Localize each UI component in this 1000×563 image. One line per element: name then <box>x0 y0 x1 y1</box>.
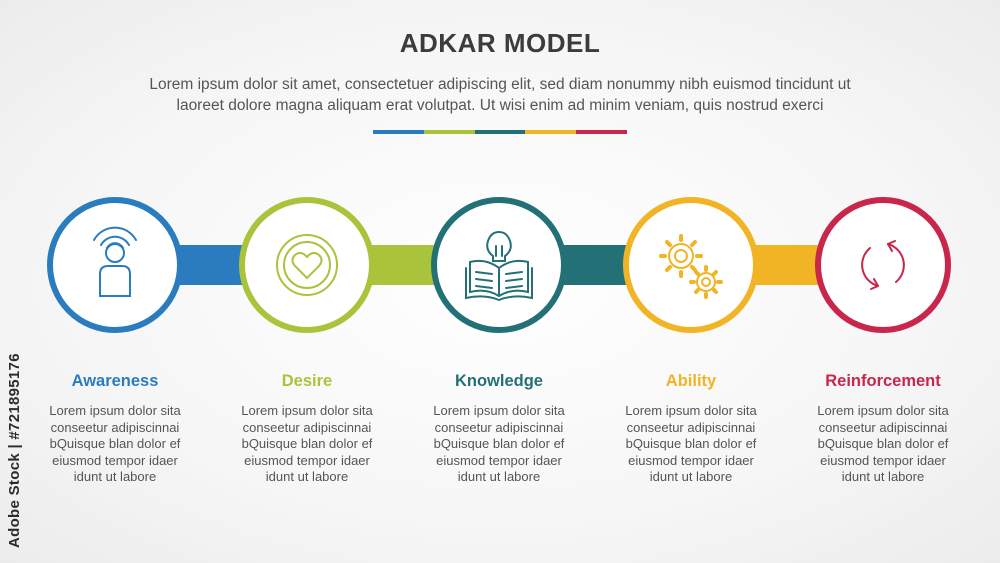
description-line: eiusmod tempor idaer <box>52 452 178 468</box>
divider-segment-green <box>423 130 475 134</box>
heart-badge-icon <box>276 234 338 296</box>
circle-ability <box>623 197 759 333</box>
step-description-desire: Lorem ipsum dolor sita conseetur adipisc… <box>222 403 392 486</box>
connector-desire-knowledge <box>370 245 440 285</box>
color-divider <box>373 130 627 134</box>
description-line: eiusmod tempor idaer <box>820 452 946 468</box>
refresh-cycle-icon <box>861 240 905 290</box>
description-line: bQuisque blan dolor ef <box>241 436 373 451</box>
circle-reinforcement <box>815 197 951 333</box>
description-line: idunt ut labore <box>649 469 733 484</box>
description-line: Lorem ipsum dolor sita <box>49 403 181 418</box>
step-description-awareness: Lorem ipsum dolor sita conseetur adipisc… <box>30 403 200 486</box>
description-line: Lorem ipsum dolor sita <box>241 403 373 418</box>
step-description-knowledge: Lorem ipsum dolor sita conseetur adipisc… <box>414 403 584 486</box>
step-label-desire: Desire <box>281 372 333 390</box>
subtitle-line-1: Lorem ipsum dolor sit amet, consectetuer… <box>149 76 851 93</box>
divider-segment-yellow <box>525 130 577 134</box>
description-line: idunt ut labore <box>457 469 541 484</box>
description-line: Lorem ipsum dolor sita <box>817 403 949 418</box>
connector-awareness-desire <box>178 245 248 285</box>
step-label-knowledge: Knowledge <box>454 372 543 390</box>
description-line: conseetur adipiscinnai <box>242 419 372 435</box>
subtitle-line-2: laoreet dolore magna aliquam erat volutp… <box>176 97 824 114</box>
divider-segment-red <box>576 130 627 134</box>
description-line: Lorem ipsum dolor sita <box>433 403 565 418</box>
divider-segment-teal <box>474 130 526 134</box>
description-line: bQuisque blan dolor ef <box>433 436 565 451</box>
divider-segment-blue <box>373 130 424 134</box>
circle-desire <box>239 197 375 333</box>
connector-ability-reinforcement <box>754 245 824 285</box>
description-line: conseetur adipiscinnai <box>626 419 756 435</box>
step-label-awareness: Awareness <box>71 372 159 390</box>
description-line: idunt ut labore <box>265 469 349 484</box>
step-description-ability: Lorem ipsum dolor sita conseetur adipisc… <box>606 403 776 486</box>
description-line: bQuisque blan dolor ef <box>817 436 949 451</box>
gears-icon <box>659 234 723 299</box>
description-line: eiusmod tempor idaer <box>436 452 562 468</box>
description-line: conseetur adipiscinnai <box>818 419 948 435</box>
description-line: eiusmod tempor idaer <box>244 452 370 468</box>
description-line: conseetur adipiscinnai <box>50 419 180 435</box>
person-signal-icon <box>93 226 137 297</box>
step-description-reinforcement: Lorem ipsum dolor sita conseetur adipisc… <box>798 403 968 486</box>
description-line: bQuisque blan dolor ef <box>625 436 757 451</box>
description-line: bQuisque blan dolor ef <box>49 436 181 451</box>
step-label-reinforcement: Reinforcement <box>825 372 941 390</box>
circle-knowledge <box>431 197 567 333</box>
page-title: ADKAR MODEL <box>399 28 601 58</box>
subtitle: Lorem ipsum dolor sit amet, consectetuer… <box>60 74 940 116</box>
description-line: idunt ut labore <box>841 469 925 484</box>
step-label-ability: Ability <box>665 372 717 390</box>
description-line: eiusmod tempor idaer <box>628 452 754 468</box>
description-line: idunt ut labore <box>73 469 157 484</box>
connector-knowledge-ability <box>562 245 632 285</box>
book-lightbulb-icon <box>465 230 533 302</box>
stock-watermark: Adobe Stock | #721895176 <box>6 353 23 548</box>
description-line: conseetur adipiscinnai <box>434 419 564 435</box>
description-line: Lorem ipsum dolor sita <box>625 403 757 418</box>
